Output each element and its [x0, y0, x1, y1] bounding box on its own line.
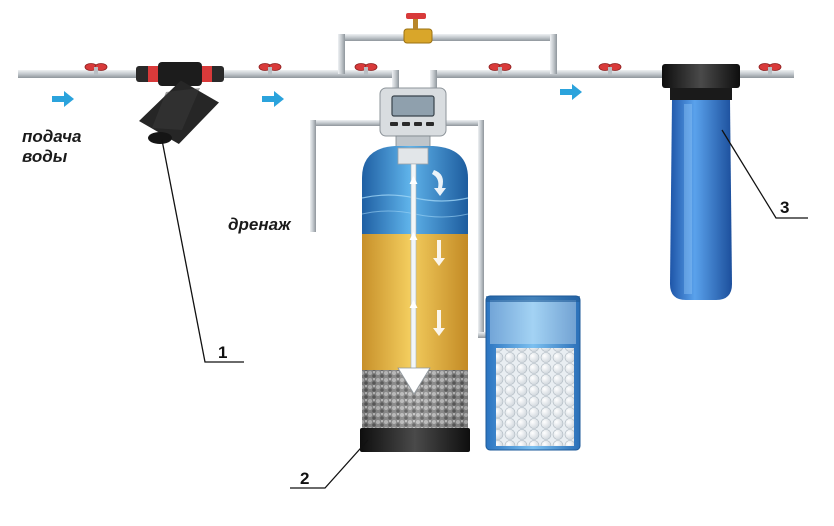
drain-line: [310, 120, 386, 232]
callout-3: 3: [780, 198, 789, 217]
callout-1: 1: [218, 343, 227, 362]
mesh-filter: [136, 62, 224, 144]
flow-arrow-icon: [52, 84, 582, 107]
softener-tank: [360, 87, 470, 452]
red-handle-valve-icon: [84, 63, 782, 75]
brine-tank: [485, 295, 581, 451]
cartridge-filter: [662, 64, 740, 300]
callout-2: 2: [300, 469, 309, 488]
water-supply-label: подача: [22, 127, 81, 146]
leader-lines: [161, 129, 808, 489]
bypass-valve: [403, 13, 433, 44]
water-supply-label-2: воды: [22, 147, 68, 166]
drain-label: дренаж: [228, 215, 292, 234]
